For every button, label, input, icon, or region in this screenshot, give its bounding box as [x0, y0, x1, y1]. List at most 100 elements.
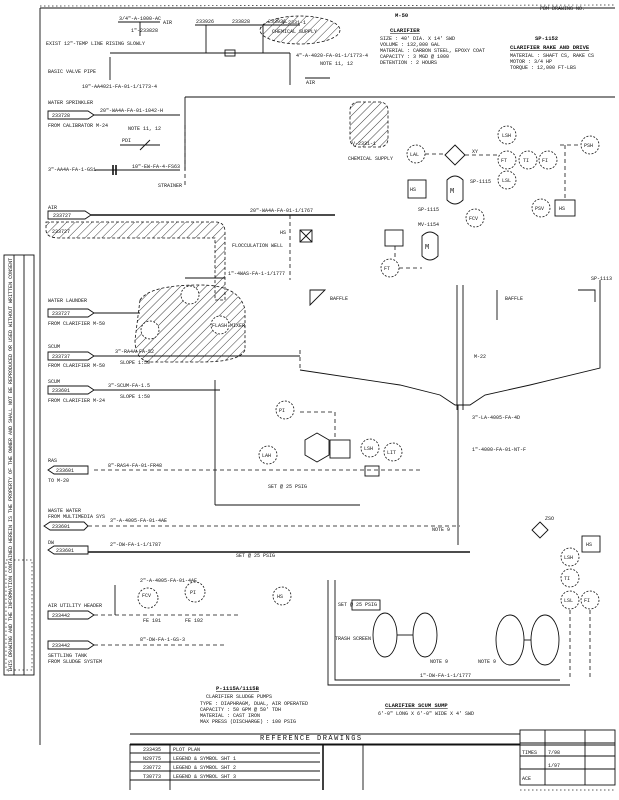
instrument-tag: FI — [542, 158, 548, 164]
m51-name: CLARIFIER SCUM SUMP — [385, 702, 448, 709]
revision-cell: ACE — [522, 776, 531, 782]
p1115-name: CLARIFIER SLUDGE PUMPS — [206, 694, 272, 700]
line-label: SLOPE 1:50 — [120, 360, 150, 366]
ref-title: LEGEND & SYMBOL SHT 1 — [173, 756, 236, 762]
line-label: 8"-DW-FA-1-GS-3 — [140, 637, 185, 643]
baffle-label: BAFFLE — [505, 296, 523, 302]
offpage-connector — [47, 465, 89, 475]
line-label: AIR — [163, 20, 172, 26]
line-label: NOTE 9 — [430, 659, 448, 665]
instrument-tag: LSH — [502, 133, 511, 139]
equipment-tag: V-2331-1 — [282, 20, 306, 26]
instrument-tag: FCV — [469, 216, 478, 222]
line-label: NOTE 11, 12 — [320, 61, 353, 67]
instrument-tag: HS — [410, 187, 416, 193]
scum-inlets-section: SCUM 233737 FROM CLARIFIER M-50 3"-RA4A-… — [47, 344, 360, 506]
instrument-tag: TI — [523, 158, 529, 164]
instrument-tag: PI — [190, 590, 196, 596]
line-label: 3"-A-4005-FA-01-4AE — [110, 518, 167, 524]
instrument-tag: PI — [279, 408, 285, 414]
spec-line: MATERIAL : CARBON STEEL, EPOXY COAT — [380, 48, 485, 54]
line-label: 10"-EW-FA-4-FS63 — [132, 164, 180, 170]
sheet-border — [39, 4, 616, 746]
inlet-label: SCUM — [48, 344, 60, 350]
instrument-tag: HS — [559, 206, 565, 212]
inlet-tag: 233737 — [52, 354, 70, 360]
revision-cell: TIMES — [522, 750, 537, 756]
instrument-tag: LAH — [262, 453, 271, 459]
water-launder-section: WATER LAUNDER 233727 FROM CLARIFIER M-50 — [47, 298, 140, 327]
side-note-text: THIS DRAWING AND THE INFORMATION CONTAIN… — [8, 258, 14, 672]
instrument-cluster-top: LAL XY LSH FT TI FI LSL PSH HS PSV HS M … — [380, 125, 600, 278]
line-label: 2"-DW-FA-1-1/1787 — [110, 542, 161, 548]
inlet-from: FROM CLARIFIER M-24 — [48, 398, 105, 404]
inlet-tag: 233601 — [56, 548, 74, 554]
p1115-tag: P-1115A/1115B — [216, 685, 260, 692]
v2331-vessel: V-2331-1 CHEMICAL SUPPLY — [348, 101, 393, 162]
line-label: 3"-AA4A-FA-1-GS1 — [48, 167, 96, 173]
ras-section: RAS 233601 TO M-20 8"-RAS4-FA-01-FR48 WA… — [43, 458, 470, 555]
offpage-connector — [47, 385, 95, 395]
inlet-label: RAS — [48, 458, 57, 464]
ref-title: LEGEND & SYMBOL SHT 3 — [173, 774, 236, 780]
right-header-section: 3"-LA-4005-FA-4D 1"-4000-FA-01-NT-F NOTE… — [432, 405, 601, 680]
line-label: 1"-233828 — [131, 28, 158, 34]
air-utility-section: AIR UTILITY HEADER 233442 2"-A-4005-FA-0… — [47, 578, 240, 665]
instrument-tag: HS — [277, 594, 283, 600]
spec-line: MATERIAL : SHAFT CS, RAKE CS — [510, 53, 594, 59]
inlet-from: FROM CLARIFIER M-50 — [48, 363, 105, 369]
ref-title: PLOT PLAN — [173, 747, 200, 753]
instrument-tag: PSH — [584, 143, 593, 149]
revision-cell: 7/98 — [548, 750, 560, 756]
line-label: 1"-DW-FA-1-1/1777 — [420, 673, 471, 679]
offpage-connector — [47, 610, 95, 620]
ref-number: T30773 — [143, 774, 161, 780]
offpage-connector — [47, 351, 95, 361]
ref-number: 230772 — [143, 765, 161, 771]
line-label: SET @ 25 PSIG — [236, 553, 275, 559]
instrument-tag: FT — [384, 266, 390, 272]
svg-text:M: M — [450, 188, 454, 196]
m50-clarifier-spec: M-50 CLARIFIER SIZE : 40' DIA. X 14' SWD… — [380, 12, 485, 66]
trash-screen-label: TRASH SCREEN — [335, 636, 371, 642]
instrument-tag: LSL — [564, 598, 573, 604]
sludge-pumps: NOTE 9 NOTE 9 1"-DW-FA-1-1/1777 TRASH SC… — [236, 553, 570, 686]
line-label: NOTE 11, 12 — [128, 126, 161, 132]
inlet-label: WATER LAUNDER — [48, 298, 87, 304]
inlet-from: FROM MULTIMEDIA SYS — [48, 514, 105, 520]
instrument-tag: FI — [584, 598, 590, 604]
spec-line: TORQUE : 12,000 FT-LBS — [510, 65, 576, 71]
reference-drawings-block: REFERENCE DRAWINGS 233435 PLOT PLAN N297… — [129, 733, 520, 790]
inlet-tag: 233601 — [52, 524, 70, 530]
spec-line: MATERIAL : CAST IRON — [200, 713, 260, 719]
line-label: NOTE 9 — [478, 659, 496, 665]
inlet-from: FROM CALIBRATOR M-24 — [48, 123, 108, 129]
instrument-tag: FCV — [142, 593, 151, 599]
inlet-tag: 233727 — [52, 229, 70, 235]
line-label: 233828 — [232, 19, 250, 25]
spec-line: MOTOR : 3/4 HP — [510, 59, 552, 65]
spec-line: CAPACITY : 50 GPM @ 50' TDH — [200, 707, 281, 713]
hatched-future-line — [45, 221, 226, 301]
inlet-tag: 233601 — [56, 468, 74, 474]
m51-spec: CLARIFIER SCUM SUMP 6'-0" LONG X 6'-0" W… — [378, 702, 474, 717]
clarifier-m50-tank: M-22 BAFFLE BAFFLE SP-1113 — [299, 276, 612, 410]
inlet-label: WASTE WATER — [48, 508, 81, 514]
line-label: NOTE 9 — [432, 527, 450, 533]
line-label: SET @ 25 PSIG — [338, 602, 377, 608]
baffle-label: BAFFLE — [330, 296, 348, 302]
inlet-tag: 233727 — [53, 213, 71, 219]
inlet-from: FROM CLARIFIER M-50 — [48, 321, 105, 327]
inlet-label: AIR UTILITY HEADER — [48, 603, 102, 609]
line-label: FE 102 — [185, 618, 203, 624]
ref-number: N29775 — [143, 756, 161, 762]
offpage-connector — [47, 640, 95, 650]
line-label: 4"-A-4020-FA-01-1/1773-4 — [296, 53, 368, 59]
offpage-connector — [47, 110, 95, 120]
inlet-tag: 233728 — [52, 113, 70, 119]
line-label: 3/4"-A-1000-AC — [119, 16, 161, 22]
inlet-tag: 233727 — [52, 311, 70, 317]
inlet-label: SCUM — [48, 379, 60, 385]
sp1115-tag: SP-1115 — [470, 179, 491, 185]
